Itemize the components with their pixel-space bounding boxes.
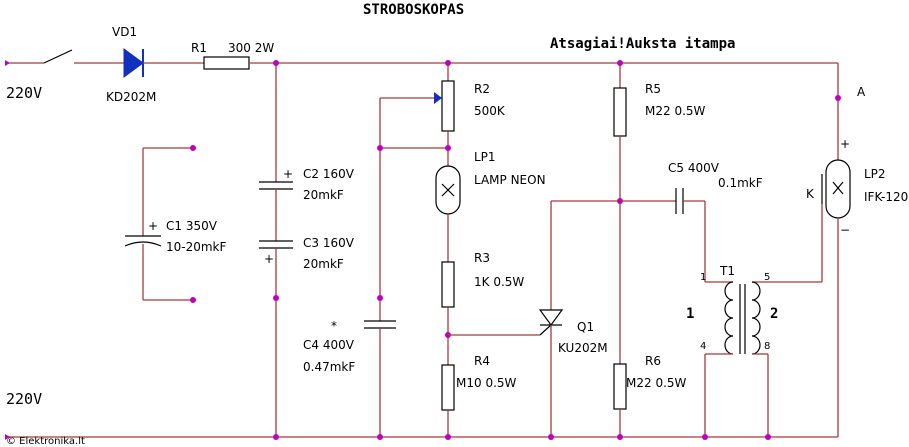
r5-name: R5 bbox=[645, 82, 661, 96]
t1-name: T1 bbox=[719, 264, 735, 278]
capacitor-c5 bbox=[620, 188, 706, 282]
t1-pin5: 5 bbox=[764, 272, 770, 283]
lp2-plus: + bbox=[840, 137, 850, 151]
lp2-name: LP2 bbox=[864, 167, 886, 181]
resistor-r6 bbox=[613, 363, 627, 410]
c3-plus: + bbox=[264, 252, 274, 266]
r3-value: 1K 0.5W bbox=[474, 275, 524, 289]
transformer-t1 bbox=[702, 281, 822, 440]
r5-value: M22 0.5W bbox=[645, 104, 706, 118]
r4-value: M10 0.5W bbox=[456, 376, 517, 390]
q1-name: Q1 bbox=[577, 320, 594, 334]
vd1-value: KD202M bbox=[106, 90, 156, 104]
capacitor-stack-c2-c3 bbox=[259, 60, 293, 440]
r4-name: R4 bbox=[474, 354, 490, 368]
c2-name: C2 160V bbox=[303, 167, 355, 181]
power-switch[interactable] bbox=[43, 49, 73, 64]
column-r5-r6 bbox=[613, 60, 627, 440]
r2-name: R2 bbox=[474, 82, 490, 96]
resistor-r3 bbox=[441, 261, 455, 308]
t1-winding-1: 1 bbox=[686, 306, 694, 322]
resistor-r5 bbox=[613, 87, 627, 137]
supply-top-label: 220V bbox=[6, 84, 42, 102]
q1-value: KU202M bbox=[558, 341, 608, 355]
c4-name: C4 400V bbox=[303, 338, 355, 352]
lp1-name: LP1 bbox=[474, 150, 496, 164]
lp2-minus: − bbox=[840, 223, 850, 237]
c4-mark: * bbox=[331, 319, 337, 333]
t1-pin4: 4 bbox=[700, 341, 706, 352]
c2-plus: + bbox=[283, 167, 293, 181]
resistor-r1 bbox=[203, 56, 250, 70]
capacitor-c1 bbox=[124, 145, 196, 303]
lp2-k: K bbox=[806, 187, 815, 201]
r6-value: M22 0.5W bbox=[626, 376, 687, 390]
c3-value: 20mkF bbox=[303, 257, 344, 271]
c4-value: 0.47mkF bbox=[303, 360, 355, 374]
c3-name: C3 160V bbox=[303, 236, 355, 250]
t1-pin1: 1 bbox=[700, 272, 706, 283]
r1-name: R1 bbox=[191, 41, 207, 55]
r2-wiper-arrow bbox=[434, 92, 442, 104]
input-terminal-top bbox=[5, 60, 10, 66]
flash-tube-lp2 bbox=[821, 63, 851, 437]
r1-value: 300 2W bbox=[228, 41, 274, 55]
c1-value: 10-20mkF bbox=[166, 240, 227, 254]
vd1-name: VD1 bbox=[112, 25, 137, 39]
thyristor-q1 bbox=[538, 200, 620, 440]
c5-value: 0.1mkF bbox=[718, 176, 763, 190]
r3-name: R3 bbox=[474, 251, 490, 265]
t1-winding-2: 2 bbox=[770, 306, 778, 322]
diode-vd1 bbox=[123, 48, 144, 78]
c1-name: C1 350V bbox=[166, 219, 218, 233]
t1-pin8: 8 bbox=[764, 341, 770, 352]
lp2-value: IFK-120 bbox=[864, 190, 908, 204]
resistor-r2 bbox=[441, 80, 455, 132]
c1-plus: + bbox=[148, 219, 158, 233]
resistor-r4 bbox=[441, 364, 455, 411]
top-rail bbox=[5, 48, 838, 78]
supply-bottom-label: 220V bbox=[6, 390, 42, 408]
r2-value: 500K bbox=[474, 104, 506, 118]
page-title: STROBOSKOPAS bbox=[363, 2, 464, 18]
footer-watermark: © Elektronika.lt bbox=[6, 436, 85, 447]
terminal-a-label: A bbox=[857, 85, 866, 99]
input-terminal-bottom bbox=[5, 434, 10, 440]
c2-value: 20mkF bbox=[303, 188, 344, 202]
r6-name: R6 bbox=[645, 354, 661, 368]
column-r2-lp1-r3-r4 bbox=[435, 60, 540, 440]
lp1-value: LAMP NEON bbox=[474, 173, 546, 187]
warning-text: Atsagiai!Auksta itampa bbox=[550, 36, 735, 52]
capacitor-c4 bbox=[364, 92, 448, 440]
c5-name: C5 400V bbox=[668, 161, 720, 175]
